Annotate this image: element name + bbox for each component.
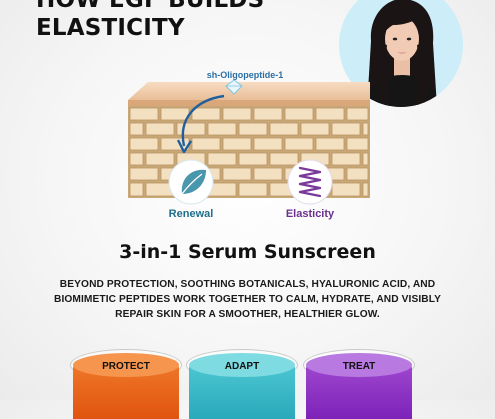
spring-icon	[287, 159, 333, 205]
treat-label: TREAT	[342, 361, 376, 372]
renewal-label: Renewal	[168, 208, 214, 220]
peptide-molecule-icon	[225, 79, 243, 95]
liquid-surface	[306, 353, 412, 377]
product-description: BEYOND PROTECTION, SOOTHING BOTANICALS, …	[53, 279, 442, 320]
elasticity-label: Elasticity	[285, 208, 335, 220]
protect-label: PROTECT	[102, 361, 150, 372]
liquid-surface	[189, 353, 295, 377]
curved-arrow-icon	[176, 94, 225, 154]
adapt-dish: ADAPT	[186, 349, 298, 419]
headline-line-1: HOW EGF BUILDS	[36, 0, 265, 13]
skin-diagram	[128, 79, 370, 205]
skin-top-layer	[128, 82, 370, 100]
protect-dish: PROTECT	[70, 349, 182, 419]
headline: HOW EGF BUILDS ELASTICITY	[36, 0, 264, 42]
adapt-label: ADAPT	[224, 361, 260, 372]
product-title: 3-in-1 Serum Sunscreen	[119, 241, 376, 263]
treat-dish: TREAT	[303, 349, 415, 419]
brick-wall	[128, 106, 370, 198]
liquid-surface	[73, 353, 179, 377]
headline-line-2: ELASTICITY	[36, 15, 185, 41]
presenter-portrait	[339, 0, 463, 107]
skin-layer-edge	[128, 100, 370, 106]
leaf-icon	[168, 159, 214, 205]
peptide-label: sh-Oligopeptide-1	[206, 70, 284, 80]
